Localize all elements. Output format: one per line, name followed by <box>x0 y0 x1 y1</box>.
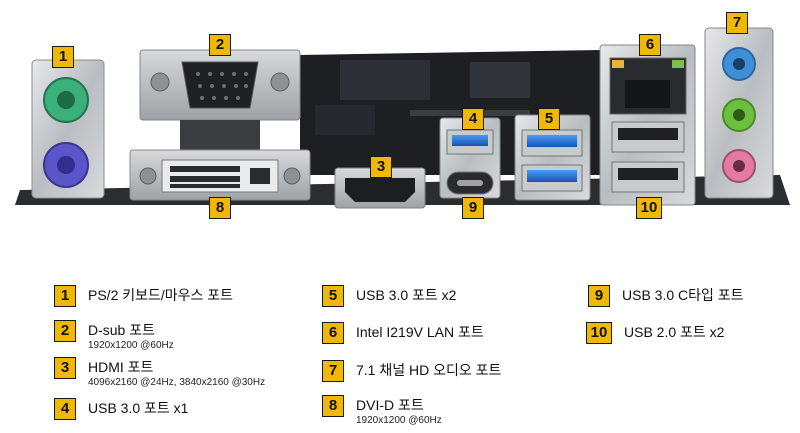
legend-label-5: USB 3.0 포트 x2 <box>356 287 457 303</box>
legend-label-2: D-sub 포트 <box>88 322 155 338</box>
photo-badge-9: 9 <box>462 197 484 219</box>
legend-item-1: 1 PS/2 키보드/마우스 포트 <box>54 285 233 307</box>
legend-item-7: 7 7.1 채널 HD 오디오 포트 <box>322 360 501 382</box>
legend-item-2: 2 D-sub 포트 1920x1200 @60Hz <box>54 320 174 351</box>
legend-label-7: 7.1 채널 HD 오디오 포트 <box>356 362 502 378</box>
legend-badge-4: 4 <box>54 398 76 420</box>
dsub-port <box>139 49 301 150</box>
legend-label-6: Intel I219V LAN 포트 <box>356 324 484 340</box>
legend-badge-3: 3 <box>54 357 76 379</box>
ps2-port-stack <box>31 59 105 199</box>
photo-badge-1: 1 <box>52 46 74 68</box>
hdmi-port <box>334 167 426 209</box>
legend-label-8: DVI-D 포트 <box>356 397 424 413</box>
legend-badge-6: 6 <box>322 322 344 344</box>
legend-badge-1: 1 <box>54 285 76 307</box>
legend-item-9: 9 USB 3.0 C타입 포트 <box>588 285 744 307</box>
legend-badge-7: 7 <box>322 360 344 382</box>
legend-item-3: 3 HDMI 포트 4096x2160 @24Hz, 3840x2160 @30… <box>54 357 265 388</box>
legend-badge-9: 9 <box>588 285 610 307</box>
photo-badge-2: 2 <box>209 34 231 56</box>
legend-sub-2: 1920x1200 @60Hz <box>88 340 174 351</box>
photo-badge-8: 8 <box>209 197 231 219</box>
legend-badge-5: 5 <box>322 285 344 307</box>
legend-label-9: USB 3.0 C타입 포트 <box>622 287 744 303</box>
legend-label-3: HDMI 포트 <box>88 359 154 375</box>
photo-badge-6: 6 <box>639 34 661 56</box>
usb3-typec-stack <box>439 117 501 199</box>
rear-io-panel-photo <box>15 27 790 209</box>
photo-badge-4: 4 <box>462 108 484 130</box>
legend-badge-2: 2 <box>54 320 76 342</box>
legend-sub-3: 4096x2160 @24Hz, 3840x2160 @30Hz <box>88 377 266 388</box>
legend-badge-8: 8 <box>322 395 344 417</box>
photo-badge-10: 10 <box>636 197 662 219</box>
photo-badge-7: 7 <box>726 12 748 34</box>
photo-badge-5: 5 <box>538 108 560 130</box>
legend-badge-10: 10 <box>586 322 612 344</box>
legend-label-10: USB 2.0 포트 x2 <box>624 324 725 340</box>
legend-item-6: 6 Intel I219V LAN 포트 <box>322 322 484 344</box>
audio-jack-stack <box>704 27 774 199</box>
photo-badge-3: 3 <box>370 156 392 178</box>
dvi-port <box>129 149 311 201</box>
lan-usb2-stack <box>599 44 696 206</box>
legend-item-8: 8 DVI-D 포트 1920x1200 @60Hz <box>322 395 442 426</box>
legend-item-10: 10 USB 2.0 포트 x2 <box>586 322 724 344</box>
legend-item-5: 5 USB 3.0 포트 x2 <box>322 285 456 307</box>
legend-label-4: USB 3.0 포트 x1 <box>88 400 189 416</box>
usb3-dual-stack <box>514 114 591 201</box>
legend-label-1: PS/2 키보드/마우스 포트 <box>88 287 234 303</box>
legend-sub-8: 1920x1200 @60Hz <box>356 415 442 426</box>
legend-item-4: 4 USB 3.0 포트 x1 <box>54 398 188 420</box>
